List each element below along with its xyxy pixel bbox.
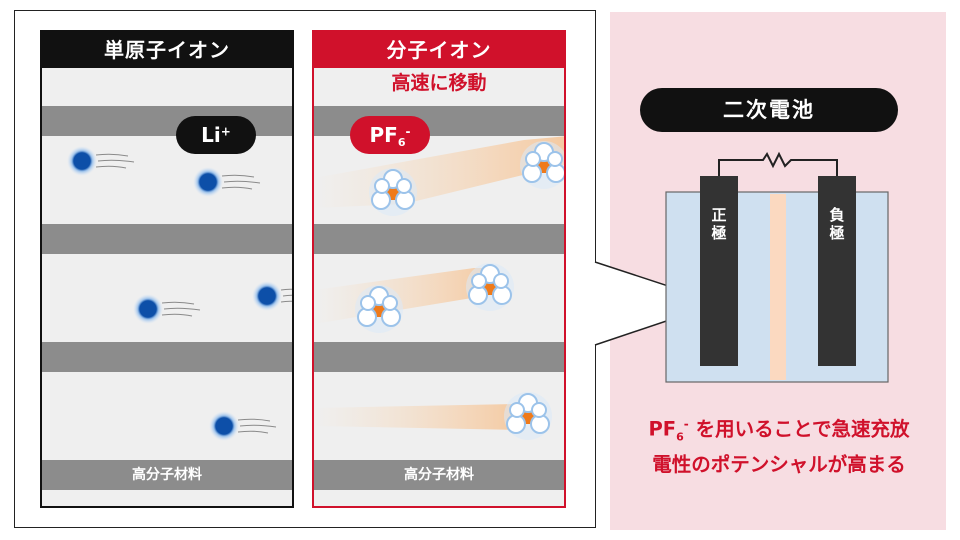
motion-trail — [314, 404, 524, 430]
separator — [770, 194, 786, 380]
negative-electrode-label: 負極 — [829, 206, 845, 242]
li-ion — [252, 281, 292, 311]
monatomic-ion-panel: 高分子材料 単原子イオン Li+ — [40, 30, 294, 508]
caption-line-2: 電性のポテンシャルが高まる — [652, 453, 906, 477]
li-ion — [209, 411, 277, 441]
positive-electrode — [700, 176, 738, 366]
pf6-ion-charge: - — [405, 124, 411, 139]
polymer-layer-labeled — [42, 460, 292, 490]
li-ion-charge: + — [220, 124, 231, 139]
resistor-wire — [718, 151, 838, 176]
polymer-material-label: 高分子材料 — [132, 467, 202, 483]
li-ion — [67, 146, 135, 176]
monatomic-ion-title: 単原子イオン — [42, 32, 292, 68]
li-ion — [193, 167, 261, 197]
polymer-layer-labeled — [314, 460, 564, 490]
pf6-ion-label: PF6- — [350, 116, 430, 154]
caption-line-1: PF6- を用いることで急速充放 — [648, 417, 910, 444]
li-ion-text: Li — [201, 123, 221, 147]
molecular-ion-title: 分子イオン — [314, 32, 564, 68]
polymer-material-label: 高分子材料 — [404, 467, 474, 483]
li-ion-label: Li+ — [176, 116, 256, 154]
pf6-ion-subscript: 6 — [397, 136, 406, 150]
pf6-ion-text: PF — [369, 123, 398, 147]
polymer-layer — [314, 224, 564, 254]
secondary-battery-title: 二次電池 — [640, 88, 898, 132]
polymer-layer — [314, 342, 564, 372]
li-ion — [133, 294, 201, 324]
pf6-ion-particles — [314, 136, 564, 441]
polymer-layer — [42, 224, 292, 254]
molecular-ion-panel: 高分子材料 分子イオン 高速に移動 — [312, 30, 566, 508]
li-ion-particles — [67, 146, 292, 441]
positive-electrode-label: 正極 — [711, 206, 727, 242]
negative-electrode — [818, 176, 856, 366]
fast-movement-subtitle: 高速に移動 — [391, 72, 487, 94]
benefit-caption: PF6- を用いることで急速充放 電性のポテンシャルが高まる — [616, 410, 942, 479]
polymer-layer — [42, 342, 292, 372]
